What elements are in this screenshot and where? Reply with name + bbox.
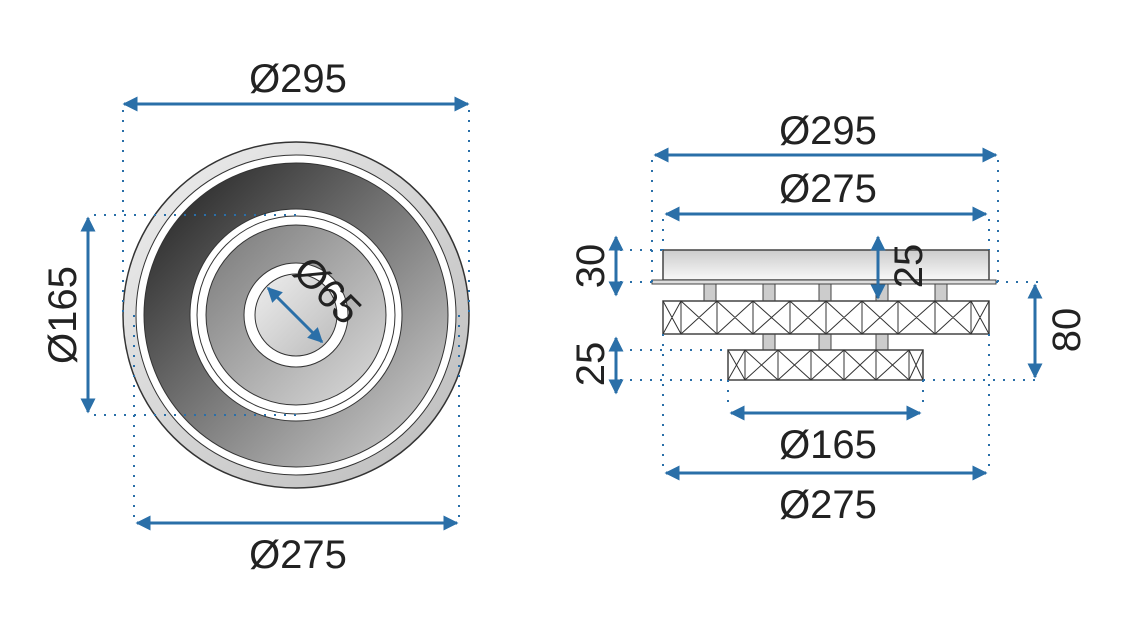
side-gap-height-label: 25 <box>887 244 931 289</box>
side-canopy-height-label: 30 <box>569 244 613 289</box>
side-bottom-diameter-label: Ø275 <box>779 483 877 527</box>
top-view: Ø295 Ø275 Ø165 Ø65 <box>41 57 470 577</box>
side-total-height-label: 80 <box>1045 308 1089 353</box>
top-outer-diameter-label: Ø295 <box>249 57 347 101</box>
top-inner-ring-diameter-label: Ø165 <box>41 266 85 364</box>
top-base-diameter-label: Ø275 <box>249 533 347 577</box>
side-outer-diameter-label: Ø295 <box>779 109 877 153</box>
side-lower-ring-height-label: 25 <box>569 342 613 387</box>
side-lower-ring-diameter-label: Ø165 <box>779 423 877 467</box>
side-view: Ø295 Ø275 Ø165 Ø275 30 25 25 80 <box>569 109 1089 527</box>
side-upper-diameter-label: Ø275 <box>779 167 877 211</box>
